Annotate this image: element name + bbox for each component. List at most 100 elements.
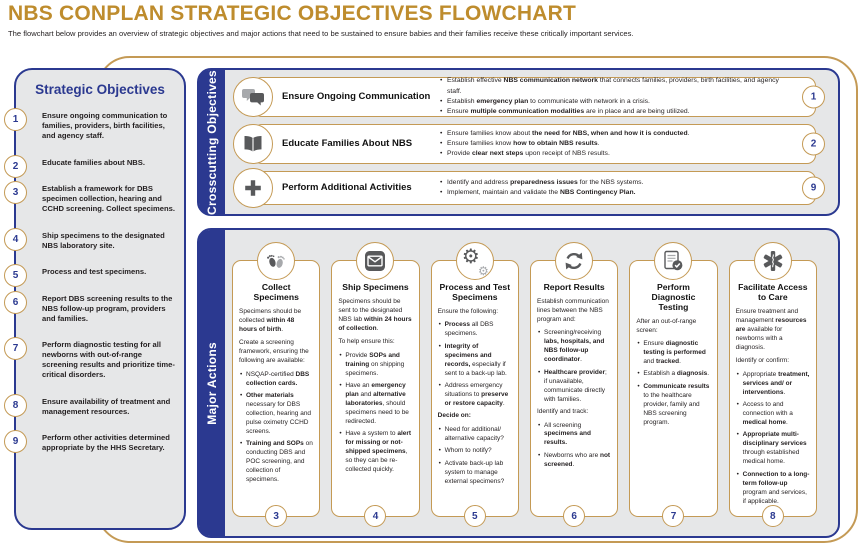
objective-text: Process and test specimens. <box>42 267 147 277</box>
card-bullet: Provide SOPs and training on shipping sp… <box>338 352 412 379</box>
card-body: Specimens should be sent to the designat… <box>338 298 412 475</box>
objective-number-badge: 2 <box>4 154 27 178</box>
card-bullet: All screening specimens and results. <box>537 422 611 449</box>
crosscutting-row-communication: Ensure Ongoing Communication Establish e… <box>233 76 825 118</box>
card-bullet: Communicate results to the healthcare pr… <box>636 383 710 428</box>
crosscutting-bullet: Implement, maintain and validate the NBS… <box>440 188 781 199</box>
strategic-objective-item: 8 Ensure availability of treatment and m… <box>4 393 176 417</box>
plus-icon <box>233 168 273 208</box>
open-book-icon <box>233 124 273 164</box>
crosscutting-bullets: Ensure families know about the need for … <box>434 129 815 160</box>
crosscutting-bullet: Provide clear next steps upon receipt of… <box>440 149 781 160</box>
card-bullet: Access to and connection with a medical … <box>736 401 810 428</box>
crosscutting-row-additional: Perform Additional Activities Identify a… <box>233 168 825 208</box>
card-number-badge: 6 <box>563 505 586 527</box>
page-header: NBS CONPLAN STRATEGIC OBJECTIVES FLOWCHA… <box>8 2 853 38</box>
card-number-badge: 5 <box>463 505 486 527</box>
crosscutting-number-badge: 2 <box>802 132 825 156</box>
card-paragraph: Ensure treatment and management resource… <box>735 307 807 351</box>
crosscutting-row-title: Perform Additional Activities <box>282 181 412 193</box>
envelope-icon <box>356 242 395 280</box>
card-title: Process and Test Specimens <box>439 282 511 302</box>
card-bullet: Need for additional/ alternative capacit… <box>438 426 512 444</box>
objective-number-badge: 3 <box>4 181 27 205</box>
card-paragraph: To help ensure this: <box>338 338 395 346</box>
card-bullet: Integrity of specimens and records, espe… <box>438 343 512 379</box>
card-number-badge: 8 <box>761 505 784 527</box>
card-title: Facilitate Access to Care <box>738 282 808 302</box>
card-title: Perform Diagnostic Testing <box>651 282 696 312</box>
card-perform-diagnostic-testing: Perform Diagnostic Testing After an out-… <box>629 242 718 527</box>
footprints-icon <box>257 242 296 280</box>
crosscutting-row-title: Ensure Ongoing Communication <box>282 90 431 102</box>
card-body: After an out-of-range screen:Ensure diag… <box>636 318 710 428</box>
card-bullet: Address emergency situations to preserve… <box>438 382 512 409</box>
crosscutting-number-badge: 9 <box>802 176 825 200</box>
document-check-icon <box>654 242 693 280</box>
card-bullet: Have a system to alert for missing or no… <box>338 430 412 475</box>
card-body: Ensure treatment and management resource… <box>736 308 810 507</box>
refresh-arrows-icon <box>555 242 594 280</box>
card-title: Report Results <box>543 282 605 292</box>
card-bullet: Establish a diagnosis. <box>636 370 710 379</box>
speech-bubbles-icon <box>233 77 273 117</box>
crosscutting-row-educate: Educate Families About NBS Ensure famili… <box>233 124 825 164</box>
objective-text: Perform other activities determined appr… <box>42 433 170 453</box>
strategic-objective-item: 4 Ship specimens to the designated NBS l… <box>4 227 176 251</box>
card-bullet: Training and SOPs on conducting DBS and … <box>239 440 313 485</box>
crosscutting-number-badge: 1 <box>802 85 825 109</box>
major-actions-label: Major Actions <box>205 341 219 425</box>
star-of-life-icon <box>753 242 792 280</box>
card-paragraph: Decide on: <box>437 412 471 420</box>
gears-icon: ⚙⚙ <box>455 242 494 280</box>
card-body: Ensure the following:Process all DBS spe… <box>438 308 512 487</box>
strategic-objective-item: 1 Ensure ongoing communication to famili… <box>4 108 176 141</box>
crosscutting-bullets: Establish effective NBS communication ne… <box>434 76 815 118</box>
crosscutting-objectives-label: Crosscutting Objectives <box>205 69 219 215</box>
crosscutting-bullet: Identify and address preparedness issues… <box>440 178 781 189</box>
major-actions-rail: Major Actions <box>199 230 225 536</box>
strategic-objective-item: 9 Perform other activities determined ap… <box>4 430 176 454</box>
strategic-objective-item: 3 Establish a framework for DBS specimen… <box>4 181 176 214</box>
objective-number-badge: 8 <box>4 393 27 417</box>
objective-number-badge: 5 <box>4 264 27 288</box>
card-number-badge: 7 <box>662 505 685 527</box>
card-bullet: Activate back-up lab system to manage ex… <box>438 460 512 487</box>
crosscutting-bullets: Identify and address preparedness issues… <box>434 178 815 199</box>
card-paragraph: Establish communication lines between th… <box>536 297 609 323</box>
major-actions-panel: Major Actions <box>197 228 840 538</box>
card-bullet: Whom to notify? <box>438 447 512 456</box>
objective-number-badge: 6 <box>4 290 27 314</box>
card-report-results: Report Results Establish communication l… <box>529 242 619 527</box>
card-bullet: Process all DBS specimens. <box>438 321 512 339</box>
card-bullet: Connection to a long-term follow-up prog… <box>736 471 810 507</box>
card-body: Specimens should be collected within 48 … <box>239 308 313 485</box>
strategic-objectives-list: 1 Ensure ongoing communication to famili… <box>4 107 184 454</box>
card-bullet: Ensure diagnostic testing is performed a… <box>636 340 710 367</box>
page-subtitle: The flowchart below provides an overview… <box>8 29 634 38</box>
major-actions-cards: Collect Specimens Specimens should be co… <box>232 242 817 527</box>
card-bullet: Newborns who are not screened. <box>537 452 611 470</box>
objective-text: Ensure ongoing communication to families… <box>42 111 168 141</box>
crosscutting-bullet: Ensure families know how to obtain NBS r… <box>440 139 781 150</box>
card-paragraph: Create a screening framework, ensuring t… <box>239 339 309 365</box>
objective-number-badge: 7 <box>4 337 27 361</box>
card-body: Establish communication lines between th… <box>537 298 611 470</box>
card-title: Collect Specimens <box>253 282 299 302</box>
card-paragraph: Specimens should be sent to the designat… <box>338 297 412 332</box>
card-number-badge: 3 <box>265 505 288 527</box>
card-process-test-specimens: ⚙⚙ Process and Test Specimens Ensure the… <box>430 242 519 527</box>
crosscutting-row-title: Educate Families About NBS <box>282 137 413 149</box>
card-bullet: NSQAP-certified DBS collection cards. <box>239 371 313 389</box>
card-paragraph: Identify and track: <box>536 408 589 416</box>
crosscutting-rows: Ensure Ongoing Communication Establish e… <box>233 76 825 208</box>
objective-text: Perform diagnostic testing for all newbo… <box>42 340 175 380</box>
strategic-objectives-panel: Strategic Objectives 1 Ensure ongoing co… <box>4 68 186 530</box>
crosscutting-bullet: Ensure families know about the need for … <box>440 129 781 140</box>
objective-number-badge: 4 <box>4 227 27 251</box>
card-number-badge: 4 <box>364 505 387 527</box>
card-bullet: Appropriate multi-disciplinary services … <box>736 431 810 467</box>
card-paragraph: Identify or confirm: <box>735 357 790 365</box>
objective-text: Establish a framework for DBS specimen c… <box>42 184 175 214</box>
